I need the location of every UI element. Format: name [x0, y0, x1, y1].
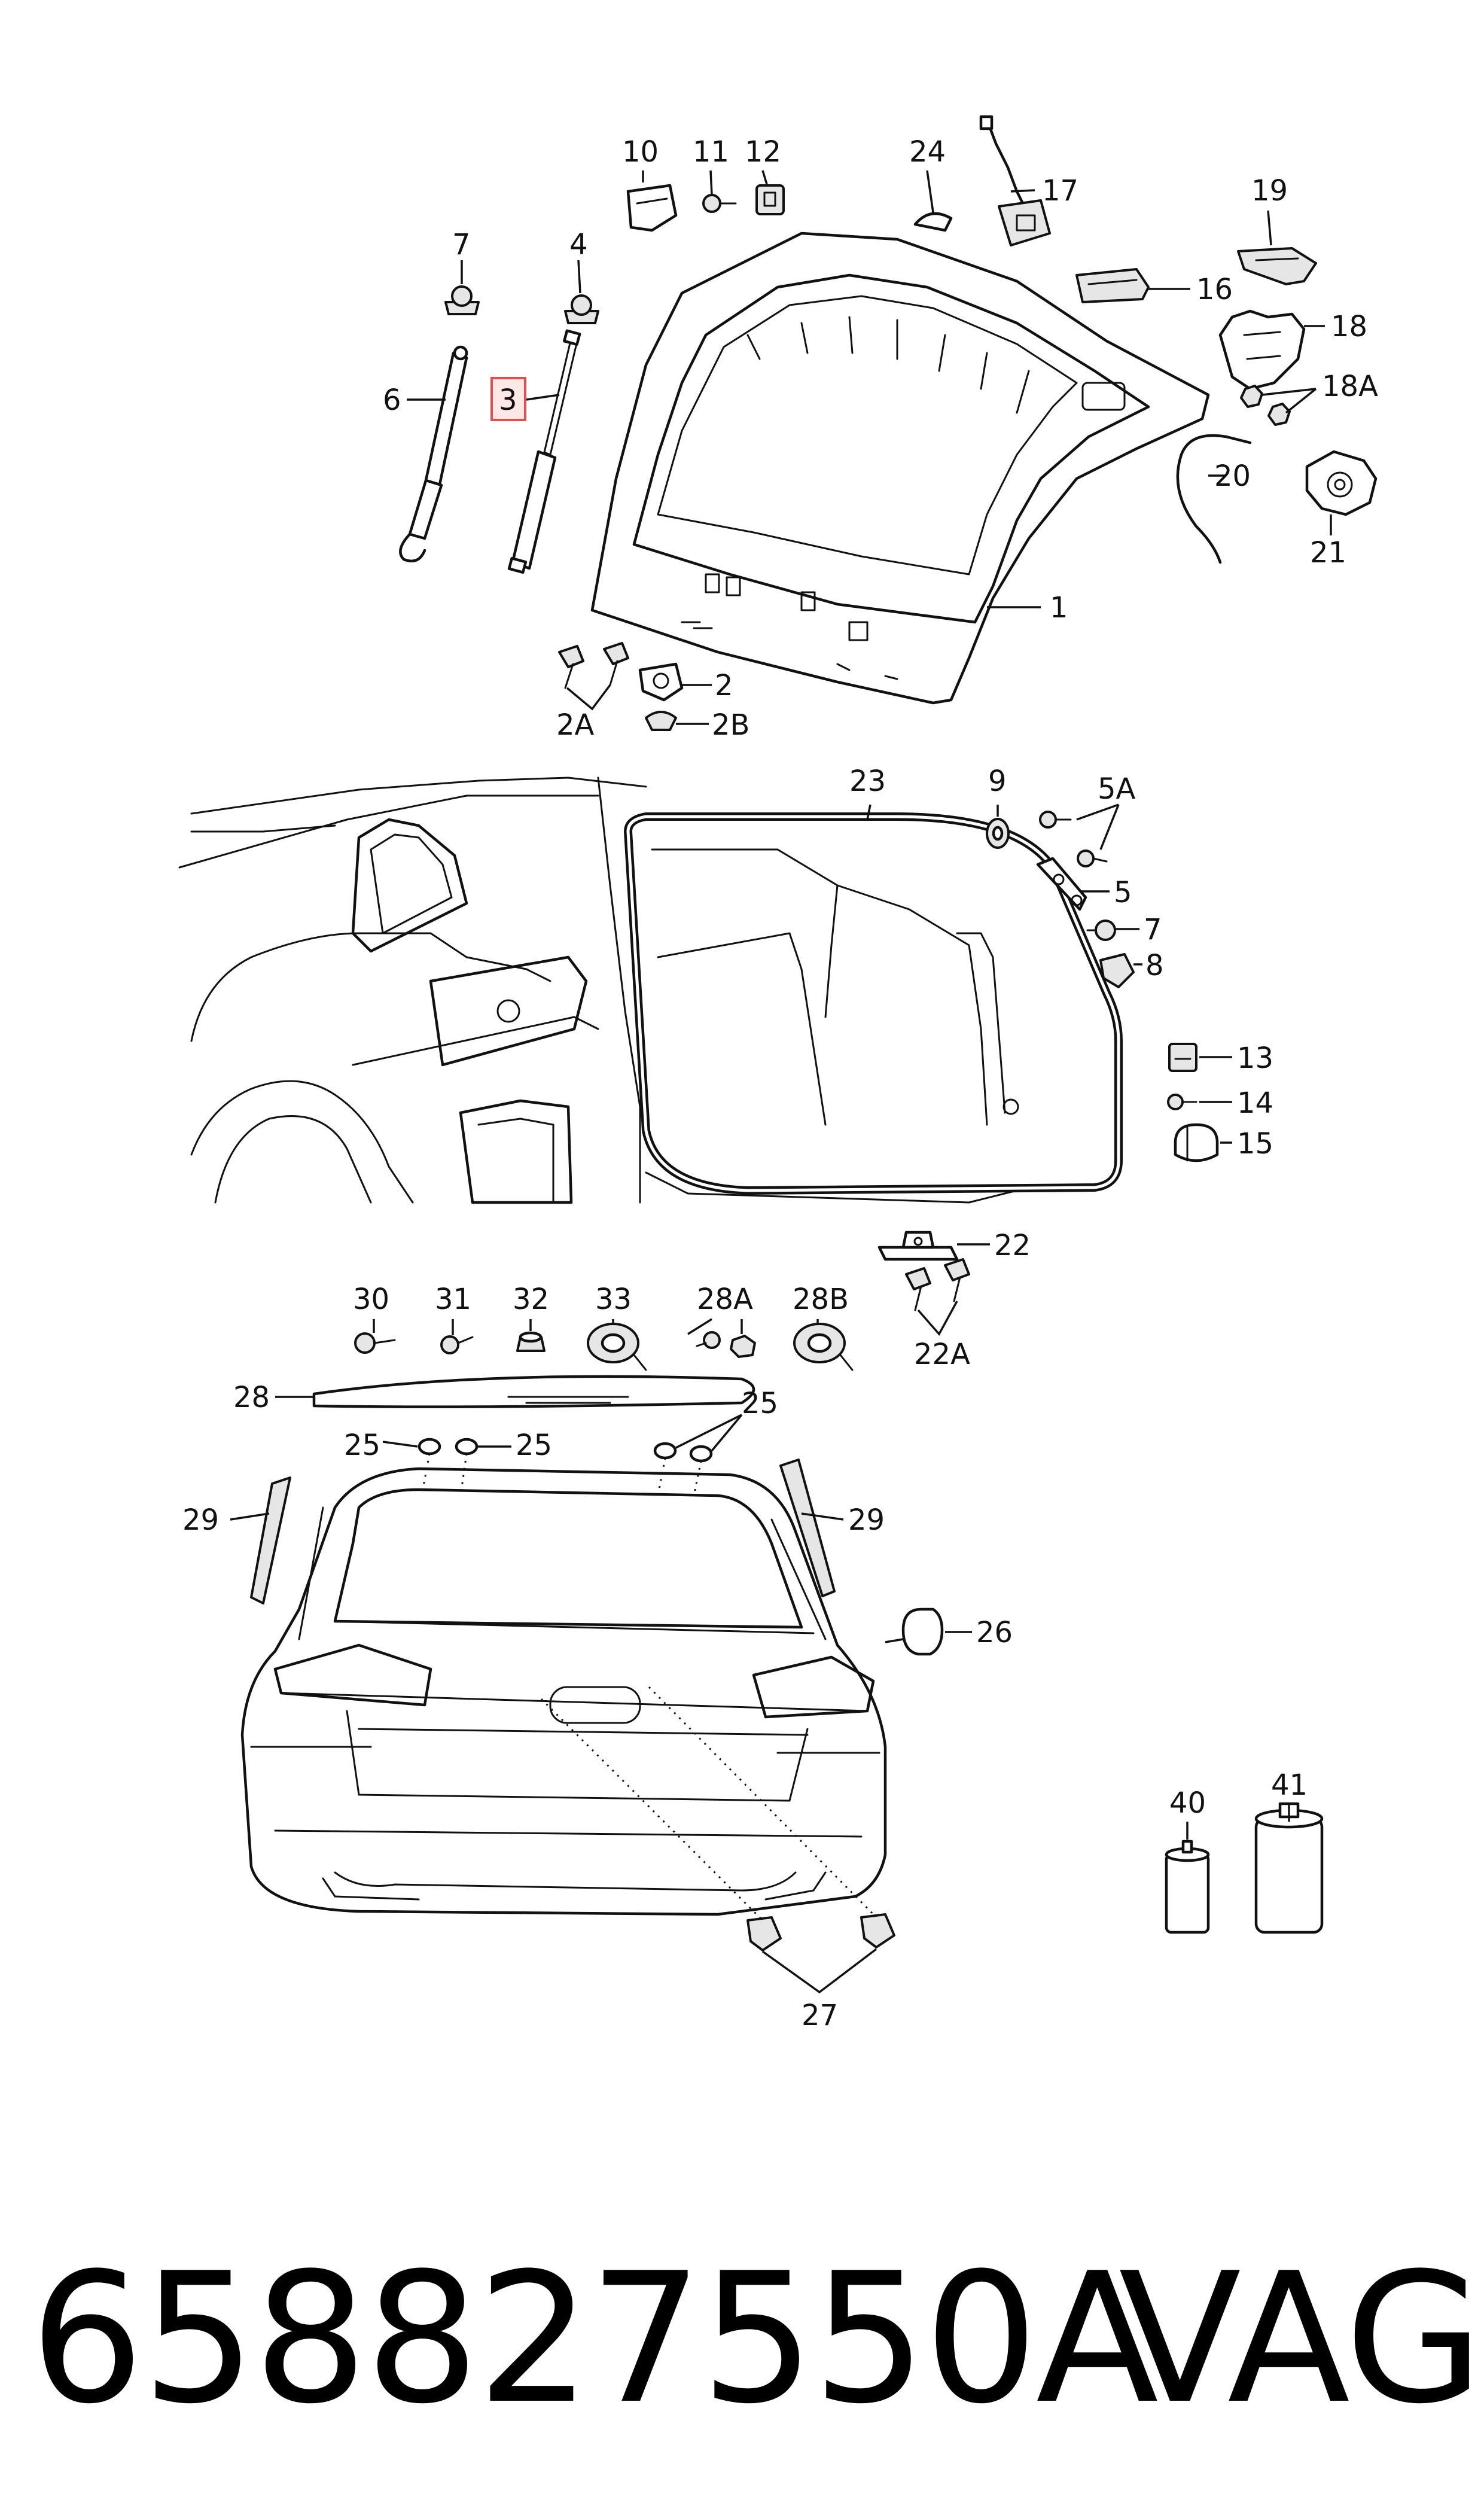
- part-18-bracket: [1218, 309, 1306, 391]
- callout-7-lower: 7: [1144, 913, 1162, 946]
- callout-28: 28: [233, 1381, 270, 1414]
- callout-25-right: 25: [742, 1387, 778, 1420]
- callout-13: 13: [1237, 1042, 1273, 1075]
- callout-18: 18: [1331, 310, 1367, 343]
- callout-8: 8: [1145, 949, 1164, 982]
- part-9-washer: [986, 818, 1010, 849]
- callout-1: 1: [1050, 591, 1068, 625]
- callout-20: 20: [1214, 459, 1251, 493]
- callout-24: 24: [909, 135, 946, 169]
- callout-15: 15: [1237, 1127, 1273, 1161]
- part-27-clip-right: [860, 1913, 895, 1948]
- part-23-seal: [623, 812, 1123, 1195]
- part-29-trim-left: [250, 1476, 291, 1604]
- part-28A-fasteners: [696, 1331, 756, 1358]
- part-22-lock-striker: [877, 1231, 959, 1261]
- part-29-trim-right: [779, 1459, 836, 1597]
- part-40-can: [1165, 1840, 1210, 1934]
- callout-30: 30: [353, 1283, 389, 1316]
- callout-5: 5: [1114, 876, 1132, 909]
- callout-28A: 28A: [697, 1283, 753, 1316]
- part-10-cover: [626, 184, 678, 232]
- callout-23: 23: [849, 765, 886, 798]
- callout-2B: 2B: [712, 708, 749, 742]
- callout-6: 6: [383, 383, 401, 417]
- callout-14: 14: [1237, 1086, 1273, 1120]
- part-5A-screws: [1039, 811, 1108, 867]
- callout-17: 17: [1042, 174, 1078, 208]
- part-16-light: [1075, 268, 1150, 303]
- callout-22: 22: [994, 1229, 1031, 1262]
- part-12-clip: [755, 184, 785, 215]
- part-number-text: 658827550A: [30, 2234, 1159, 2443]
- rear-car-view: [240, 1467, 887, 1916]
- leader-lines: [230, 170, 1332, 1994]
- callout-21: 21: [1310, 536, 1346, 570]
- part-5-hinge: [1036, 857, 1087, 911]
- callout-12: 12: [745, 135, 781, 169]
- brand-text: VAG: [1119, 2234, 1483, 2443]
- part-3-gas-strut: [507, 329, 581, 574]
- callout-16: 16: [1196, 273, 1233, 306]
- part-14-screw: [1167, 1094, 1197, 1110]
- body-opening: [178, 777, 1019, 1204]
- part-27-clip-left: [746, 1916, 782, 1951]
- callout-33: 33: [595, 1283, 632, 1316]
- part-17-lock: [979, 115, 1051, 246]
- part-18A-nuts: [1240, 385, 1291, 426]
- callout-26: 26: [976, 1616, 1013, 1649]
- callout-31: 31: [435, 1283, 471, 1316]
- part-41-can: [1254, 1802, 1324, 1934]
- part-15-buffer: [1174, 1123, 1219, 1162]
- part-28B-tape: [793, 1323, 854, 1371]
- callout-2A: 2A: [556, 708, 595, 742]
- part-19-bracket: [1237, 247, 1317, 285]
- callout-29-right: 29: [848, 1503, 885, 1537]
- callout-40: 40: [1169, 1786, 1206, 1820]
- callout-29-left: 29: [182, 1503, 219, 1537]
- callout-10: 10: [622, 135, 659, 169]
- part-13-clip: [1168, 1043, 1197, 1072]
- part-28-spoiler: [312, 1375, 755, 1408]
- part-26-cap: [901, 1607, 944, 1656]
- part-2B-nut: [645, 711, 677, 731]
- part-24-cap: [913, 212, 953, 232]
- callout-27: 27: [802, 1999, 838, 2032]
- tailgate-assembly: [590, 232, 1210, 705]
- part-2-striker: [638, 662, 684, 702]
- callout-32: 32: [513, 1283, 549, 1316]
- callout-9: 9: [988, 765, 1007, 798]
- part-8-bumper: [1099, 953, 1135, 988]
- part-7-stud-lower: [1086, 919, 1116, 941]
- part-6-spindle-drive: [399, 345, 468, 563]
- callout-25-middle: 25: [516, 1429, 552, 1462]
- part-33-tape: [587, 1323, 647, 1371]
- callout-22A: 22A: [914, 1338, 970, 1371]
- callout-28B: 28B: [793, 1283, 849, 1316]
- part-11-screw: [702, 194, 737, 213]
- part-22A-screws: [905, 1258, 970, 1311]
- callout-2: 2: [715, 669, 733, 702]
- part-4-ball-stud: [564, 294, 599, 324]
- callout-7-top: 7: [452, 228, 471, 261]
- callout-19: 19: [1251, 174, 1288, 208]
- callout-3: 3: [499, 383, 517, 417]
- part-2A-screws: [558, 642, 629, 689]
- highlight-box-part-3: [490, 377, 526, 421]
- part-7-ball-stud: [444, 285, 480, 315]
- callout-4: 4: [569, 228, 588, 261]
- part-31-screw: [440, 1335, 474, 1354]
- callout-5A: 5A: [1098, 772, 1136, 806]
- callout-11: 11: [693, 135, 729, 169]
- part-25-grommets: [418, 1438, 713, 1463]
- part-21-actuator: [1305, 450, 1378, 516]
- part-32-nut: [516, 1331, 546, 1352]
- callout-labels: 10 11 12 24 17 19 16 18 18A 20 21 1 7 4 …: [182, 135, 1378, 2032]
- callout-25-left: 25: [344, 1429, 380, 1462]
- callout-41: 41: [1271, 1768, 1308, 1802]
- callout-18A: 18A: [1322, 370, 1378, 403]
- part-30-screw: [354, 1332, 396, 1354]
- part-20-cable: [1176, 434, 1252, 564]
